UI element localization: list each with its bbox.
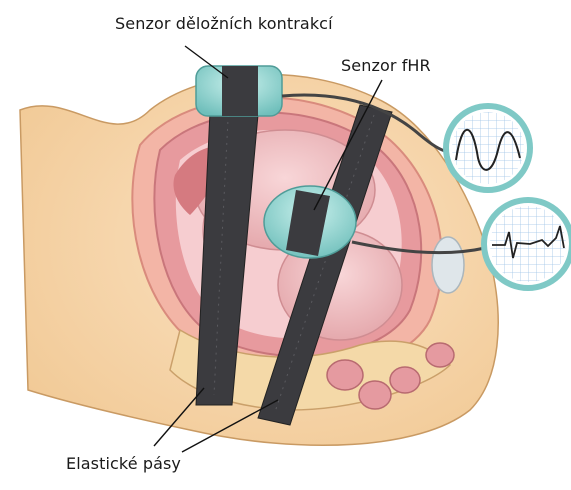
fhr-sensor-label: Senzor fHR [341, 56, 431, 75]
elastic-belts-label: Elastické pásy [66, 454, 181, 473]
bladder [432, 237, 464, 293]
uc-monitor [446, 106, 530, 190]
fhr-monitor [484, 200, 571, 288]
uc-sensor-label: Senzor děložních kontrakcí [115, 14, 333, 33]
